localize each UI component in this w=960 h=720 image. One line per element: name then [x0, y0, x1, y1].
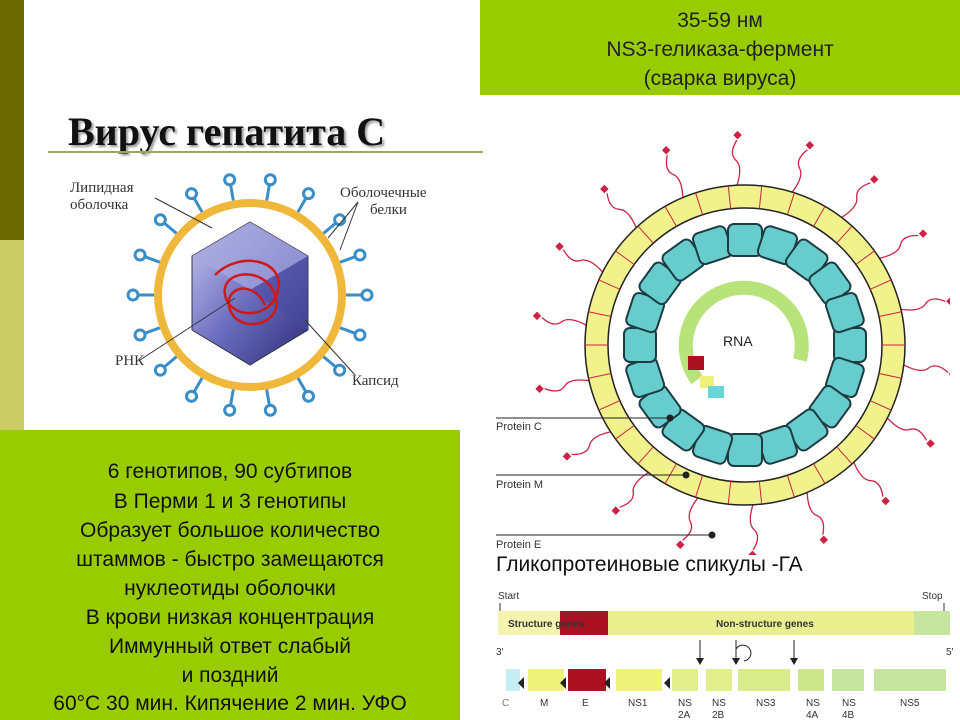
info-line: и поздний — [181, 664, 279, 687]
seg-ns2b-1: NS — [712, 698, 726, 709]
seg-ns5: NS5 — [900, 698, 920, 709]
page-title: Вирус гепатита С — [68, 109, 386, 154]
rna-strand — [214, 259, 280, 326]
info-line: 6 генотипов, 90 субтипов — [107, 460, 353, 483]
ns3-note: (сварка вируса) — [643, 67, 797, 90]
virus-illustration: Липидная оболочка Оболочечные белки РНК … — [70, 173, 427, 417]
size-text: 35-59 нм — [677, 9, 763, 32]
glycoprotein-spikes — [532, 130, 950, 555]
spikes-caption: Гликопротеиновые спикулы -ГА — [496, 553, 803, 576]
envelope-proteins — [126, 173, 374, 417]
start-label: Start — [498, 591, 519, 602]
virion-cross-section: RNA Protein C Protein M Protein E — [496, 130, 950, 555]
info-line: Иммунный ответ слабый — [108, 635, 352, 658]
info-line: В Перми 1 и 3 генотипы — [113, 490, 347, 513]
non-structure-genes-label: Non-structure genes — [716, 619, 814, 630]
genome-map: Start Stop Structure genes Non-structure… — [496, 591, 954, 720]
rna-label: RNA — [723, 333, 753, 349]
seg-m: M — [540, 698, 548, 709]
label-proteins-1: Оболочечные — [340, 185, 427, 201]
label-lipid-1: Липидная — [70, 180, 134, 196]
seg-ns2a-2: 2A — [678, 710, 691, 720]
title-underline — [48, 151, 483, 153]
protein-m-label: Protein M — [496, 479, 543, 491]
size-info-box: 35-59 нм NS3-геликаза-фермент (сварка ви… — [480, 0, 960, 95]
five-prime-label: 5' — [946, 647, 954, 658]
three-prime-label: 3' — [496, 647, 504, 658]
ns3-text: NS3-геликаза-фермент — [606, 38, 834, 61]
seg-ns4a-2: 4A — [806, 710, 819, 720]
info-line: Образует большое количество — [79, 519, 381, 542]
rna-arc — [678, 280, 809, 385]
seg-ns4b-2: 4B — [842, 710, 855, 720]
info-line: штаммов - быстро замещаются — [76, 548, 384, 571]
seg-ns1: NS1 — [628, 698, 648, 709]
seg-c: C — [502, 698, 509, 709]
seg-ns4b-1: NS — [842, 698, 856, 709]
label-capsid: Капсид — [352, 373, 399, 389]
structure-genes-label: Structure genes — [508, 619, 585, 630]
info-box: 6 генотипов, 90 субтипов В Перми 1 и 3 г… — [0, 430, 460, 720]
protein-e-label: Protein E — [496, 539, 541, 551]
info-line: нуклеотиды оболочки — [124, 577, 336, 600]
seg-ns2b-2: 2B — [712, 710, 725, 720]
seg-ns3: NS3 — [756, 698, 776, 709]
seg-ns2a-1: NS — [678, 698, 692, 709]
capsid-subunits — [623, 223, 867, 467]
info-line: В крови низкая концентрация — [85, 606, 375, 629]
label-lipid-2: оболочка — [70, 197, 129, 213]
protein-c-label: Protein C — [496, 421, 542, 433]
sidebar-dark-stripe — [0, 0, 24, 240]
seg-e: E — [582, 698, 589, 709]
label-rna: РНК — [115, 353, 145, 369]
sidebar-light-stripe — [0, 240, 24, 430]
label-proteins-2: белки — [370, 202, 407, 218]
info-line: 60°С 30 мин. Кипячение 2 мин. УФО — [53, 692, 407, 715]
stop-label: Stop — [922, 591, 943, 602]
seg-ns4a-1: NS — [806, 698, 820, 709]
membrane-proteins — [585, 185, 905, 505]
